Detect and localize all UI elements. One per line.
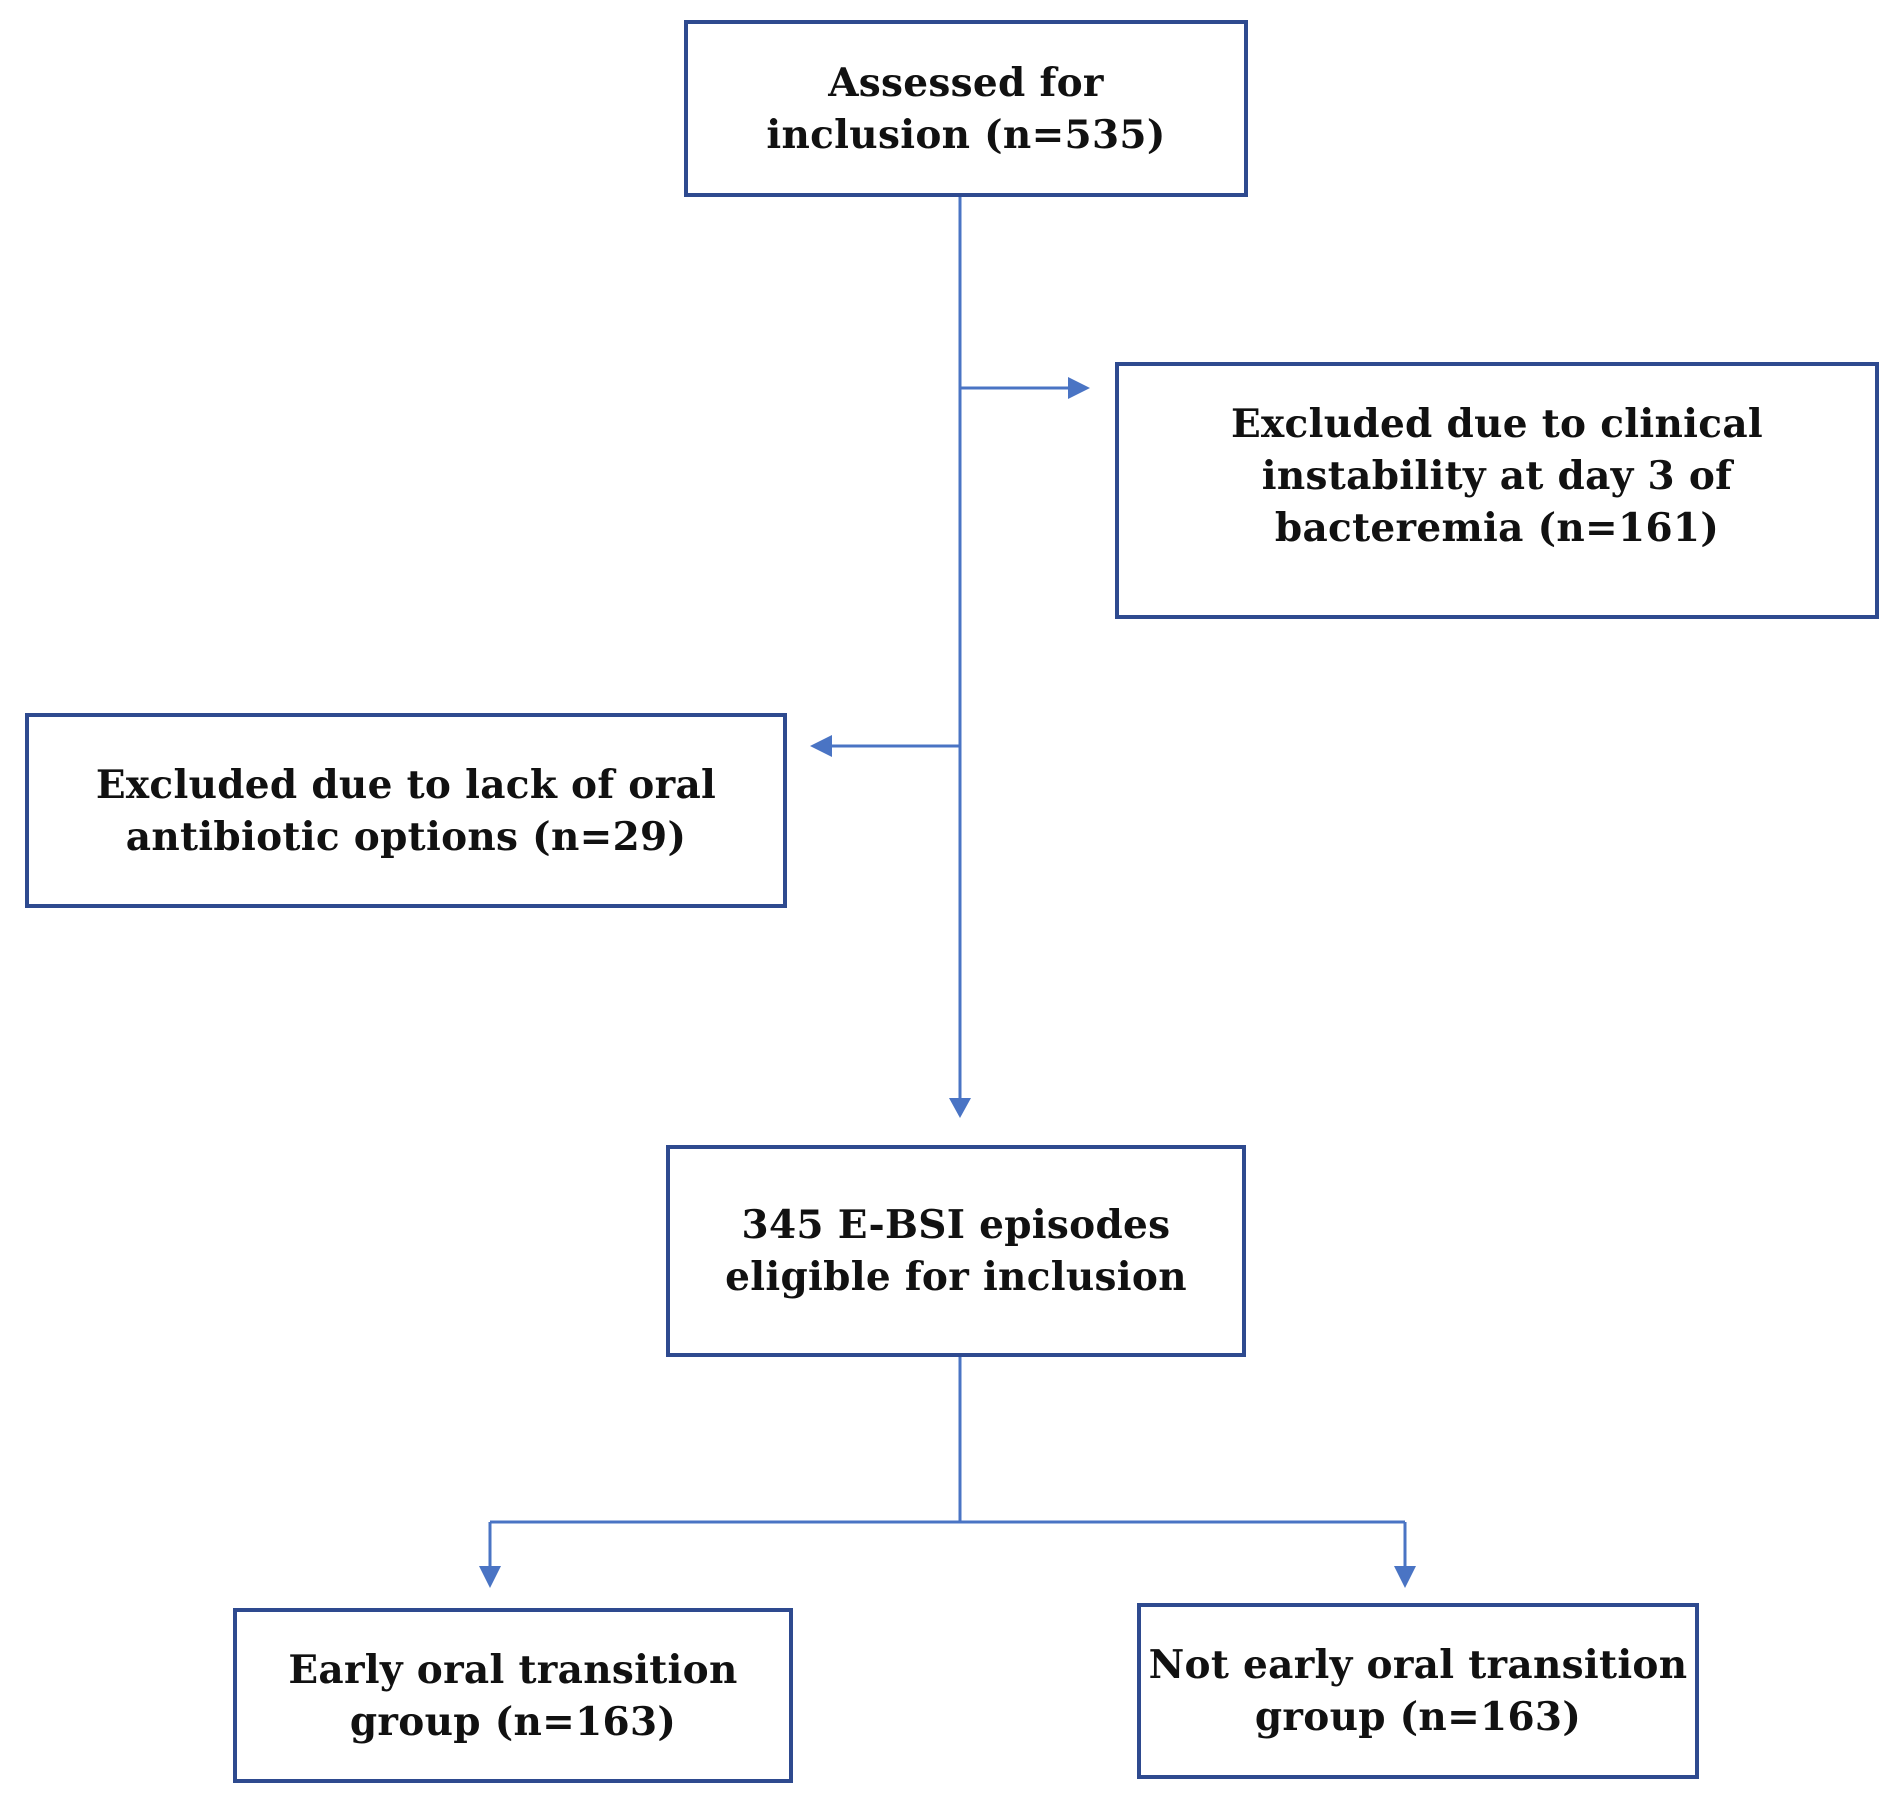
assessed-label: Assessed for inclusion (n=535): [766, 59, 1166, 158]
excluded-clinical-label: Excluded due to clinical instability at …: [1230, 400, 1764, 551]
flow-arrowhead-not-early-group: [1394, 1566, 1416, 1588]
early-group-box: Early oral transition group (n=163): [233, 1608, 793, 1783]
flow-arrowhead-excluded-oral: [810, 735, 832, 757]
not-early-group-box: Not early oral transition group (n=163): [1137, 1603, 1699, 1779]
eligible-label: 345 E-BSI episodes eligible for inclusio…: [725, 1202, 1187, 1300]
flow-arrowhead-eligible: [949, 1098, 971, 1118]
flow-arrowhead-excluded-clinical: [1068, 377, 1090, 399]
excluded-oral-box: Excluded due to lack of oral antibiotic …: [25, 713, 787, 908]
assessed-box: Assessed for inclusion (n=535): [684, 20, 1248, 197]
not-early-group-label: Not early oral transition group (n=163): [1148, 1642, 1688, 1740]
excluded-oral-label: Excluded due to lack of oral antibiotic …: [95, 761, 717, 860]
eligible-box: 345 E-BSI episodes eligible for inclusio…: [666, 1145, 1246, 1357]
early-group-label: Early oral transition group (n=163): [288, 1646, 738, 1745]
flow-arrowhead-early-group: [479, 1566, 501, 1588]
excluded-clinical-box: Excluded due to clinical instability at …: [1115, 362, 1879, 619]
